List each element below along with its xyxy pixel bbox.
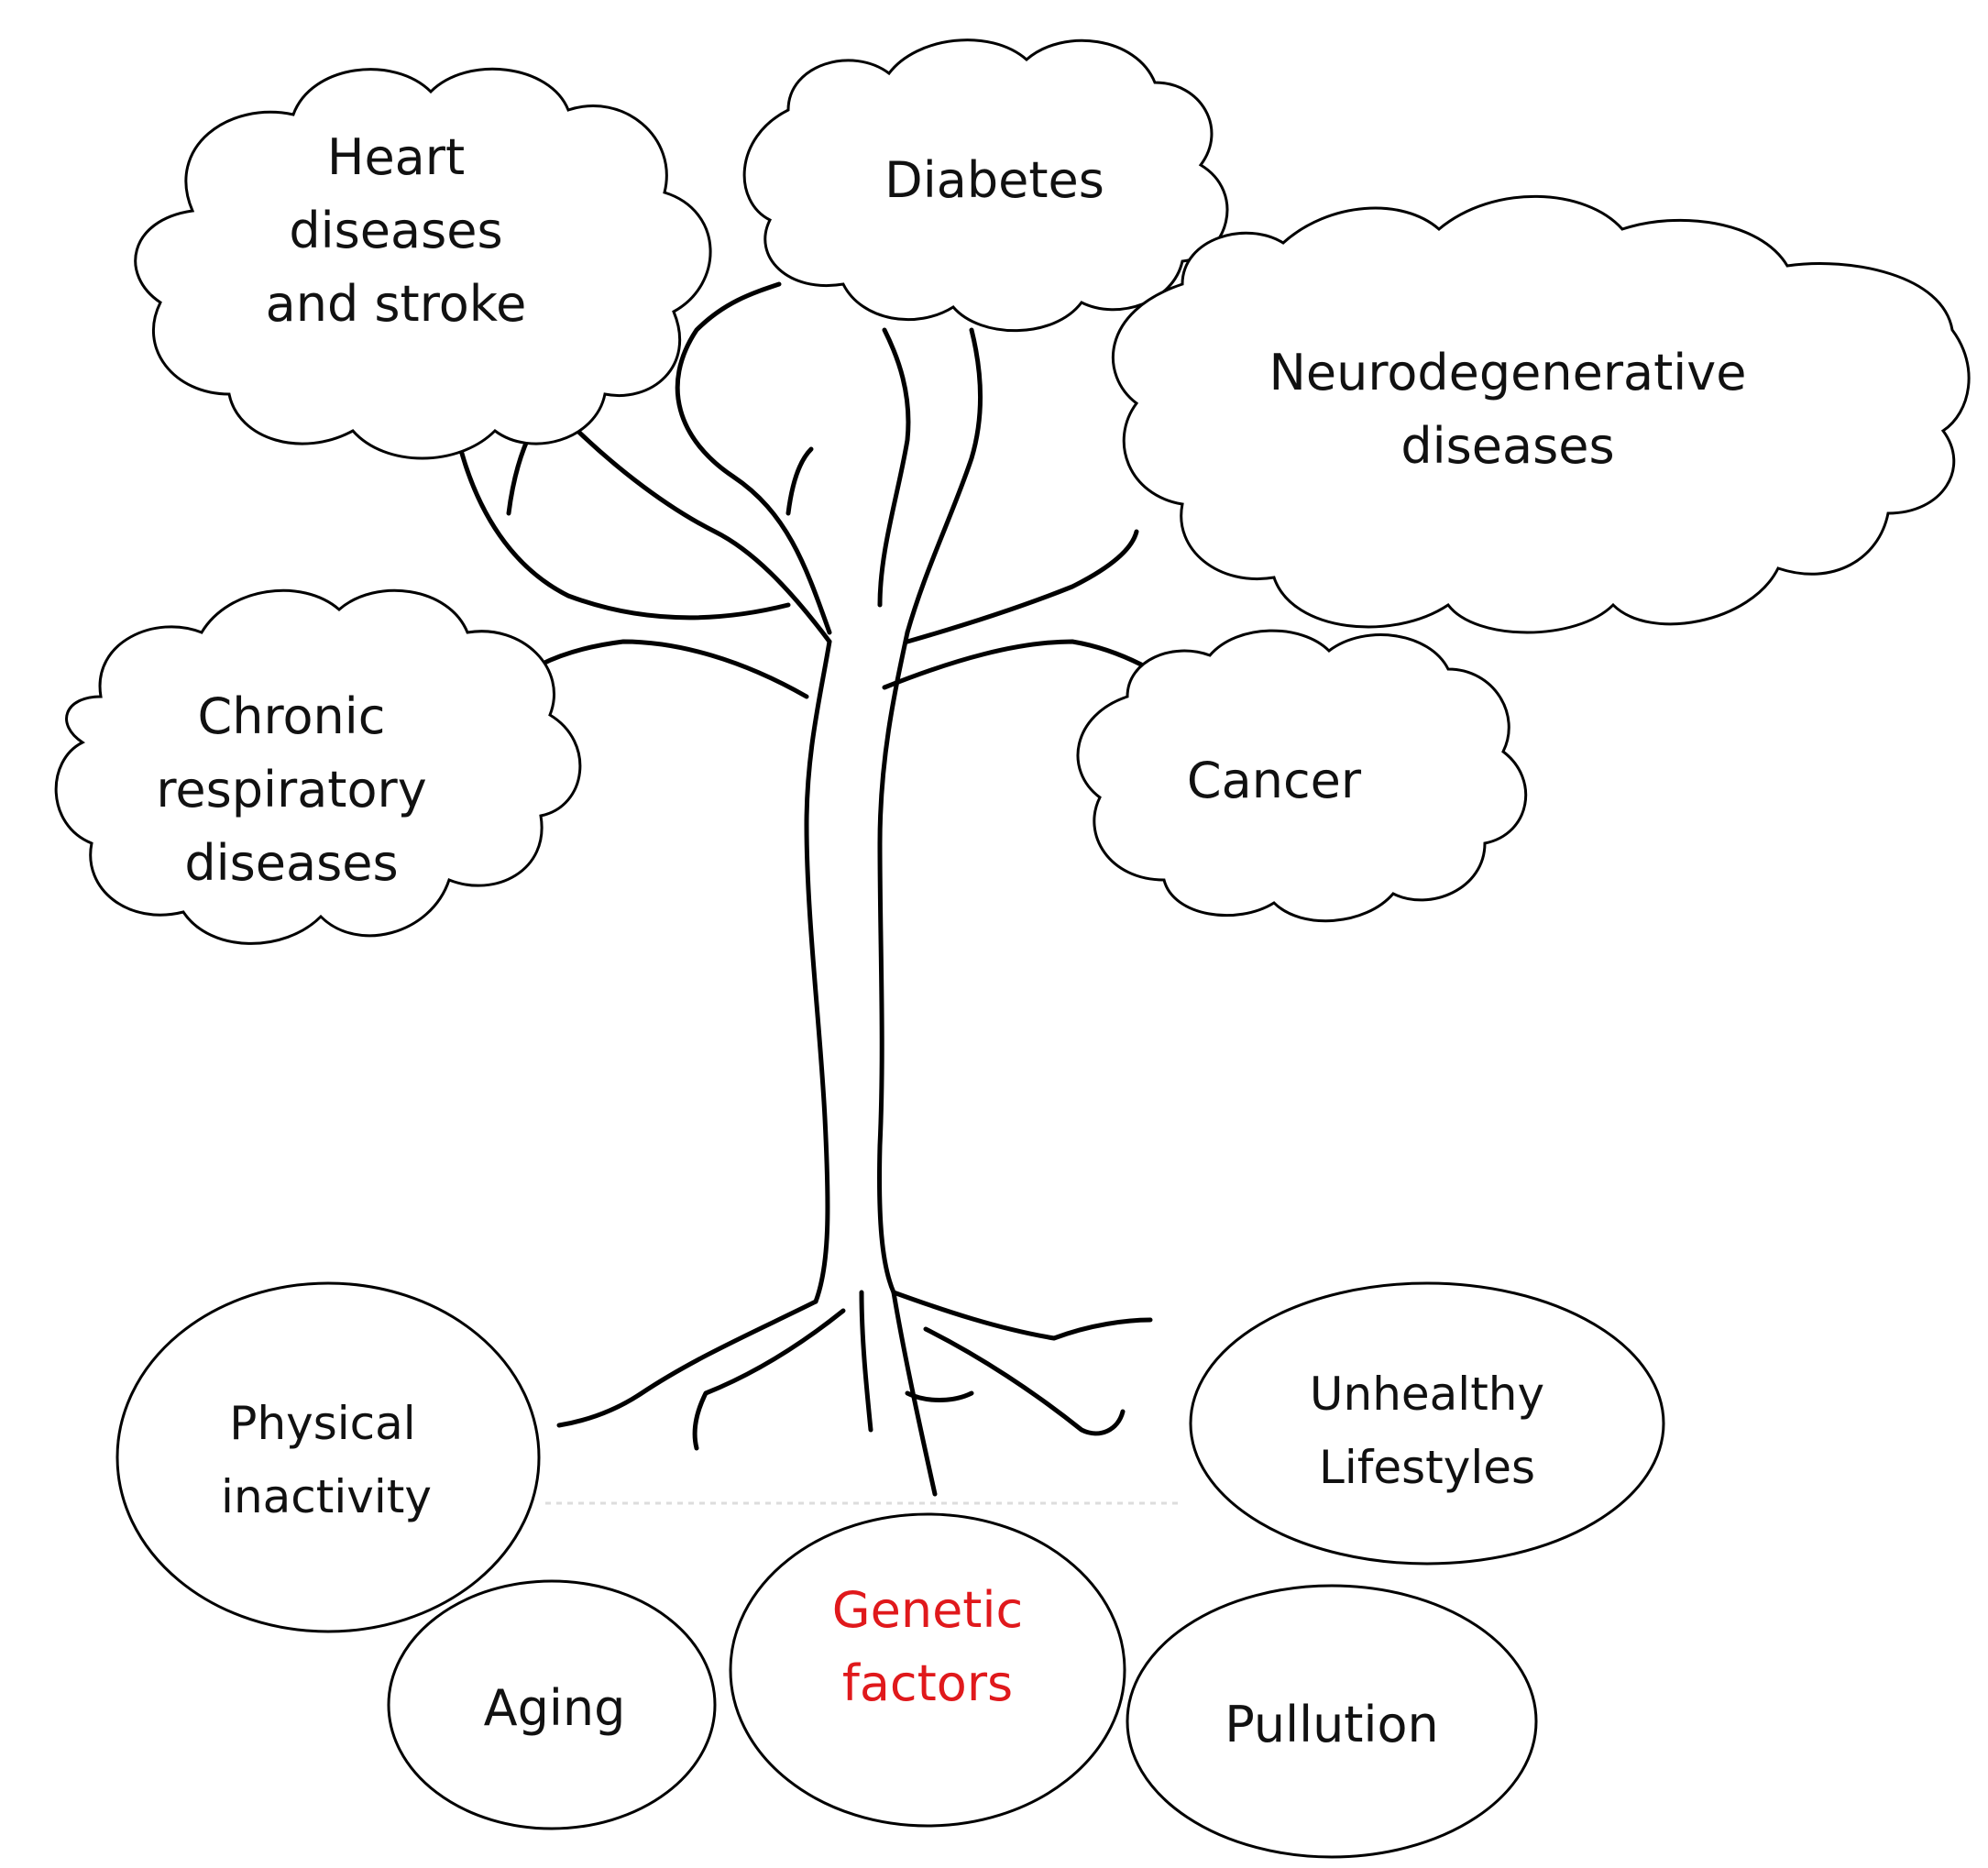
cloud-neuro-line-2: diseases xyxy=(1400,417,1614,475)
cloud-heart-shape xyxy=(134,67,712,460)
factor-unhealthy-lifestyles-line-1: Unhealthy xyxy=(1310,1368,1544,1421)
factor-aging-ellipse xyxy=(387,1579,717,1830)
cloud-respiratory: Chronic respiratory diseases xyxy=(54,588,582,945)
factor-physical-inactivity-ellipse xyxy=(115,1281,541,1633)
cloud-neuro-shape xyxy=(1111,194,1971,634)
branch-diabetes-inner xyxy=(877,327,911,608)
factor-physical-inactivity-line-1: Physical xyxy=(229,1397,415,1450)
factor-pollution-ellipse xyxy=(1126,1584,1538,1859)
root-right xyxy=(891,1290,1153,1341)
cloud-respiratory-line-2: respiratory xyxy=(156,761,426,819)
cloud-neuro-line-1: Neurodegenerative xyxy=(1269,344,1747,401)
root-left-inner xyxy=(692,1308,846,1451)
factor-unhealthy-lifestyles-ellipse xyxy=(1189,1281,1665,1566)
branch-cancer xyxy=(882,639,1144,690)
cloud-cancer-shape xyxy=(1076,629,1528,923)
root-center-left xyxy=(859,1290,873,1433)
factor-genetic-line-1: Genetic xyxy=(832,1581,1023,1639)
branch-diabetes-twig xyxy=(785,446,814,516)
factor-pollution-line-1: Pullution xyxy=(1225,1696,1439,1753)
factor-unhealthy-lifestyles-line-2: Lifestyles xyxy=(1319,1441,1535,1494)
cloud-respiratory-line-1: Chronic xyxy=(198,687,386,745)
root-left xyxy=(556,1299,818,1428)
cloud-heart-line-2: diseases xyxy=(289,202,502,259)
branch-diabetes-right xyxy=(905,327,983,635)
cloud-heart-line-3: and stroke xyxy=(266,275,527,333)
factor-genetic-ellipse xyxy=(729,1512,1126,1828)
cloud-heart-line-1: Heart xyxy=(327,128,465,186)
factor-pollution: Pullution xyxy=(1126,1584,1538,1859)
branch-diabetes-left xyxy=(675,281,832,635)
branch-heart xyxy=(566,419,832,644)
tree xyxy=(456,281,1153,1497)
factor-aging: Aging xyxy=(387,1579,717,1830)
root-center-branch xyxy=(905,1390,974,1402)
branch-respiratory xyxy=(538,639,809,699)
factor-physical-inactivity: Physical inactivity xyxy=(115,1281,541,1633)
factor-physical-inactivity-line-2: inactivity xyxy=(221,1470,432,1523)
factor-genetic-line-2: factors xyxy=(842,1654,1013,1712)
cloud-cancer-line-1: Cancer xyxy=(1187,752,1362,809)
cloud-respiratory-line-3: diseases xyxy=(184,834,398,892)
branch-heart-small xyxy=(456,437,791,621)
root-center xyxy=(891,1290,938,1497)
cloud-diabetes-shape xyxy=(742,38,1229,333)
factor-genetic: Genetic factors xyxy=(729,1512,1126,1828)
cloud-neuro: Neurodegenerative diseases xyxy=(1111,194,1971,634)
branch-neuro xyxy=(905,529,1139,644)
tree-trunk-right-edge xyxy=(877,630,910,1295)
root-right-lower xyxy=(923,1326,1126,1436)
cloud-heart: Heart diseases and stroke xyxy=(134,67,712,460)
cloud-cancer: Cancer xyxy=(1076,629,1528,923)
tree-trunk-left-edge xyxy=(804,639,832,1304)
cloud-diabetes-line-1: Diabetes xyxy=(884,151,1104,209)
cloud-respiratory-shape xyxy=(54,588,582,945)
factor-aging-line-1: Aging xyxy=(484,1679,626,1737)
factor-unhealthy-lifestyles: Unhealthy Lifestyles xyxy=(1189,1281,1665,1566)
cloud-diabetes: Diabetes xyxy=(742,38,1229,333)
